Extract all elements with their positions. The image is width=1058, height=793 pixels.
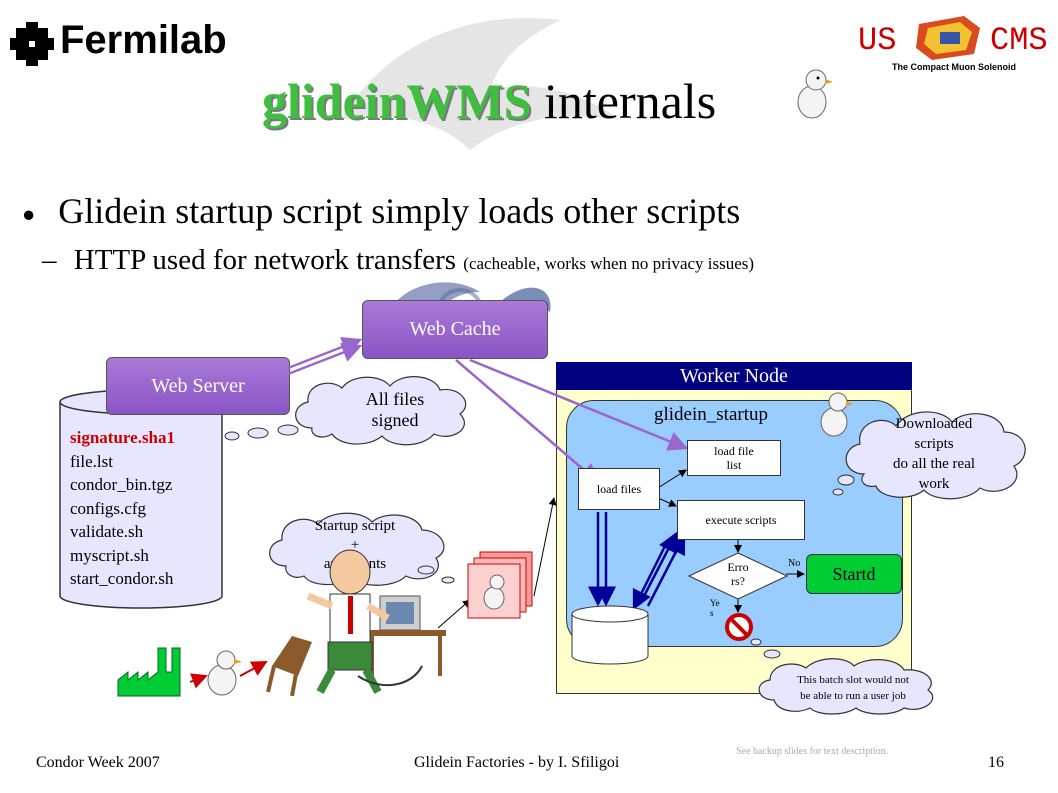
batch-line1: This batch slot would not <box>797 674 909 686</box>
worker-storage-cylinder <box>571 605 649 665</box>
downloaded-scripts-text: Downloaded scripts do all the real work <box>860 412 1008 496</box>
sub-bullet-paren: (cacheable, works when no privacy issues… <box>463 254 755 273</box>
footer-page-number: 16 <box>988 754 1004 771</box>
load-file-list-box: load file list <box>687 440 781 476</box>
file-start-condor: start_condor.sh <box>70 569 174 588</box>
errors-label: Erro rs? <box>712 560 764 588</box>
downloaded-cloud-tail <box>832 474 855 496</box>
file-myscript: myscript.sh <box>70 545 149 565</box>
factory-icon <box>117 647 181 697</box>
file-configs: configs.cfg <box>70 498 147 518</box>
cms-cms-text: CMS <box>990 22 1048 59</box>
frustrated-user-icon <box>266 549 446 696</box>
cms-subtitle: The Compact Muon Solenoid <box>892 62 1016 72</box>
worker-node-label: Worker Node <box>680 364 788 387</box>
file-validate: validate.sh <box>70 522 144 541</box>
title-glideinwms: glideinWMS <box>262 73 532 129</box>
footer-note: See backup slides for text description. <box>736 746 889 757</box>
startd-box: Startd <box>806 554 902 594</box>
yes-line2: s <box>710 608 714 618</box>
execute-scripts-box: execute scripts <box>677 500 805 540</box>
web-server-box: Web Server <box>106 357 290 415</box>
errors-line2: rs? <box>731 574 745 588</box>
cms-us-text: US <box>858 22 897 59</box>
bullet-marker: ● <box>22 201 36 227</box>
fermilab-logo: Fermilab <box>10 18 230 70</box>
yes-line1: Ye <box>710 598 720 608</box>
all-files-line2: signed <box>371 410 419 430</box>
web-server-label: Web Server <box>151 374 245 397</box>
web-cache-label: Web Cache <box>409 318 501 340</box>
file-lst: file.lst <box>70 451 113 471</box>
batch-slot-text: This batch slot would not be able to run… <box>770 670 936 706</box>
bird-watermark-icon <box>340 18 620 151</box>
footer-center: Glidein Factories - by I. Sfiligoi <box>414 754 620 771</box>
sub-bullet-dash: – <box>42 244 57 276</box>
all-files-signed-cloud <box>277 376 467 446</box>
startup-line2: + <box>350 536 360 553</box>
load-files-label: load files <box>596 481 642 496</box>
cms-logo: US CMS The Compact Muon Solenoid <box>858 14 1048 76</box>
downloaded-scripts-cloud <box>845 411 1026 500</box>
yes-label: Ye s <box>710 598 720 618</box>
fermilab-mark-icon <box>10 22 54 66</box>
web-cache-box: Web Cache <box>362 300 548 359</box>
batch-slot-cloud <box>758 658 934 715</box>
footer-left: Condor Week 2007 <box>36 754 160 771</box>
startup-cloud-tail <box>417 565 455 584</box>
load-file-list-line1: load file <box>714 444 754 458</box>
startup-line1: Startup script <box>314 517 396 534</box>
prohibited-icon <box>725 613 753 641</box>
cms-detector-icon <box>916 16 980 60</box>
all-files-signed-text: All files signed <box>320 382 470 438</box>
main-bullet: ● Glidein startup script simply loads ot… <box>22 190 740 232</box>
page-title: glideinWMS internals <box>262 72 716 130</box>
execute-scripts-label: execute scripts <box>705 512 777 527</box>
sub-bullet-text: HTTP used for network transfers <box>73 244 457 276</box>
worker-node-header: Worker Node <box>556 362 912 390</box>
file-signature: signature.sha1 <box>70 428 176 447</box>
startd-label: Startd <box>832 563 876 584</box>
glidein-jobs-stack-icon <box>467 551 533 619</box>
all-files-line1: All files <box>365 389 425 409</box>
chick-icon <box>797 69 833 119</box>
load-file-list-line2: list <box>726 458 742 472</box>
batch-slot-cloud-tail <box>750 638 781 659</box>
file-condor-bin: condor_bin.tgz <box>70 475 173 494</box>
errors-line1: Erro <box>727 560 749 574</box>
glidein-startup-label: glidein_startup <box>654 404 768 425</box>
startup-script-cloud <box>269 512 445 586</box>
batch-line2: be able to run a user job <box>800 690 906 702</box>
file-list: signature.sha1 file.lst condor_bin.tgz c… <box>70 426 175 591</box>
main-bullet-text: Glidein startup script simply loads othe… <box>58 191 741 231</box>
load-files-box: load files <box>578 468 660 510</box>
downloaded-line3: do all the real <box>892 456 976 472</box>
errors-decision-diamond <box>688 552 788 600</box>
chick-factory-icon <box>207 650 242 696</box>
downloaded-line4: work <box>918 476 950 492</box>
fermilab-logo-text: Fermilab <box>60 18 227 62</box>
title-internals: internals <box>543 73 717 129</box>
downloaded-line1: Downloaded <box>895 416 973 432</box>
cloud-tail-dots <box>224 427 269 441</box>
chick-worker-icon <box>820 392 853 437</box>
downloaded-line2: scripts <box>914 436 954 452</box>
sub-bullet: – HTTP used for network transfers (cache… <box>42 244 754 277</box>
no-label: No <box>788 558 801 569</box>
